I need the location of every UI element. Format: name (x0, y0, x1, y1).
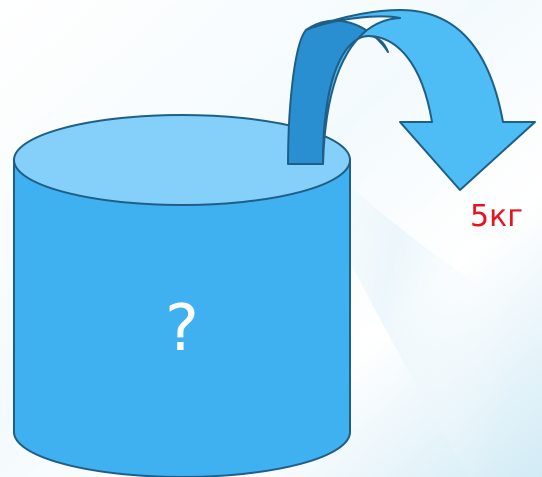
container-question-mark: ? (165, 292, 199, 366)
amount-label: 5кг (470, 199, 523, 234)
